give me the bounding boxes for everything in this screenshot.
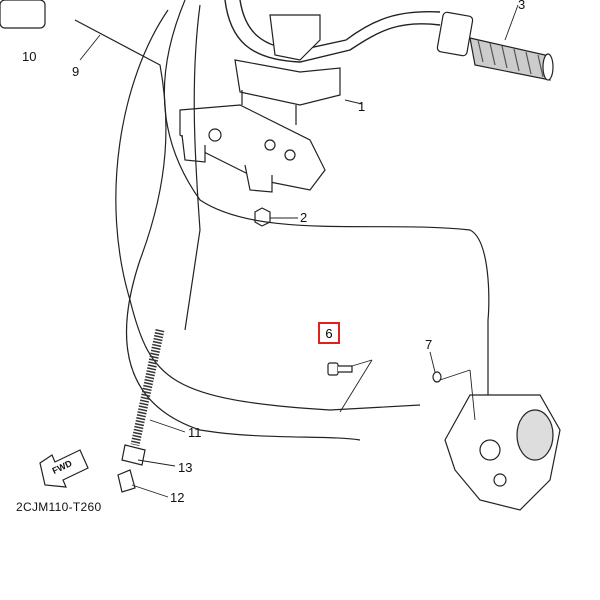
adjuster-part-12	[117, 469, 136, 493]
cap-part-13	[121, 444, 146, 466]
callout-10: 10	[22, 49, 37, 64]
callout-9: 9	[72, 64, 80, 79]
callout-6: 6	[325, 325, 333, 341]
handlebar	[224, 0, 441, 63]
upper-bracket	[179, 104, 326, 193]
callout-12: 12	[170, 490, 185, 505]
diagram-code: 2CJM110-T260	[16, 500, 102, 514]
callout-2: 2	[300, 210, 308, 225]
holder-part-1	[234, 14, 341, 125]
callout-1: 1	[358, 99, 366, 114]
cable-9	[74, 19, 361, 441]
callout-13: 13	[178, 460, 193, 475]
callout-3: 3	[518, 0, 526, 12]
nut-part-2	[254, 207, 271, 227]
callout-11: 11	[188, 425, 202, 440]
callout-6-highlighted[interactable]: 6	[318, 322, 340, 344]
o-ring-part-7	[432, 371, 442, 383]
grip-part-3	[436, 11, 554, 81]
bolt-part-6	[327, 362, 353, 376]
carburetor	[444, 394, 561, 511]
fwd-arrow	[39, 449, 89, 488]
spring-part-11	[130, 329, 165, 446]
lever-part-10	[0, 0, 46, 29]
callout-7: 7	[425, 337, 433, 352]
